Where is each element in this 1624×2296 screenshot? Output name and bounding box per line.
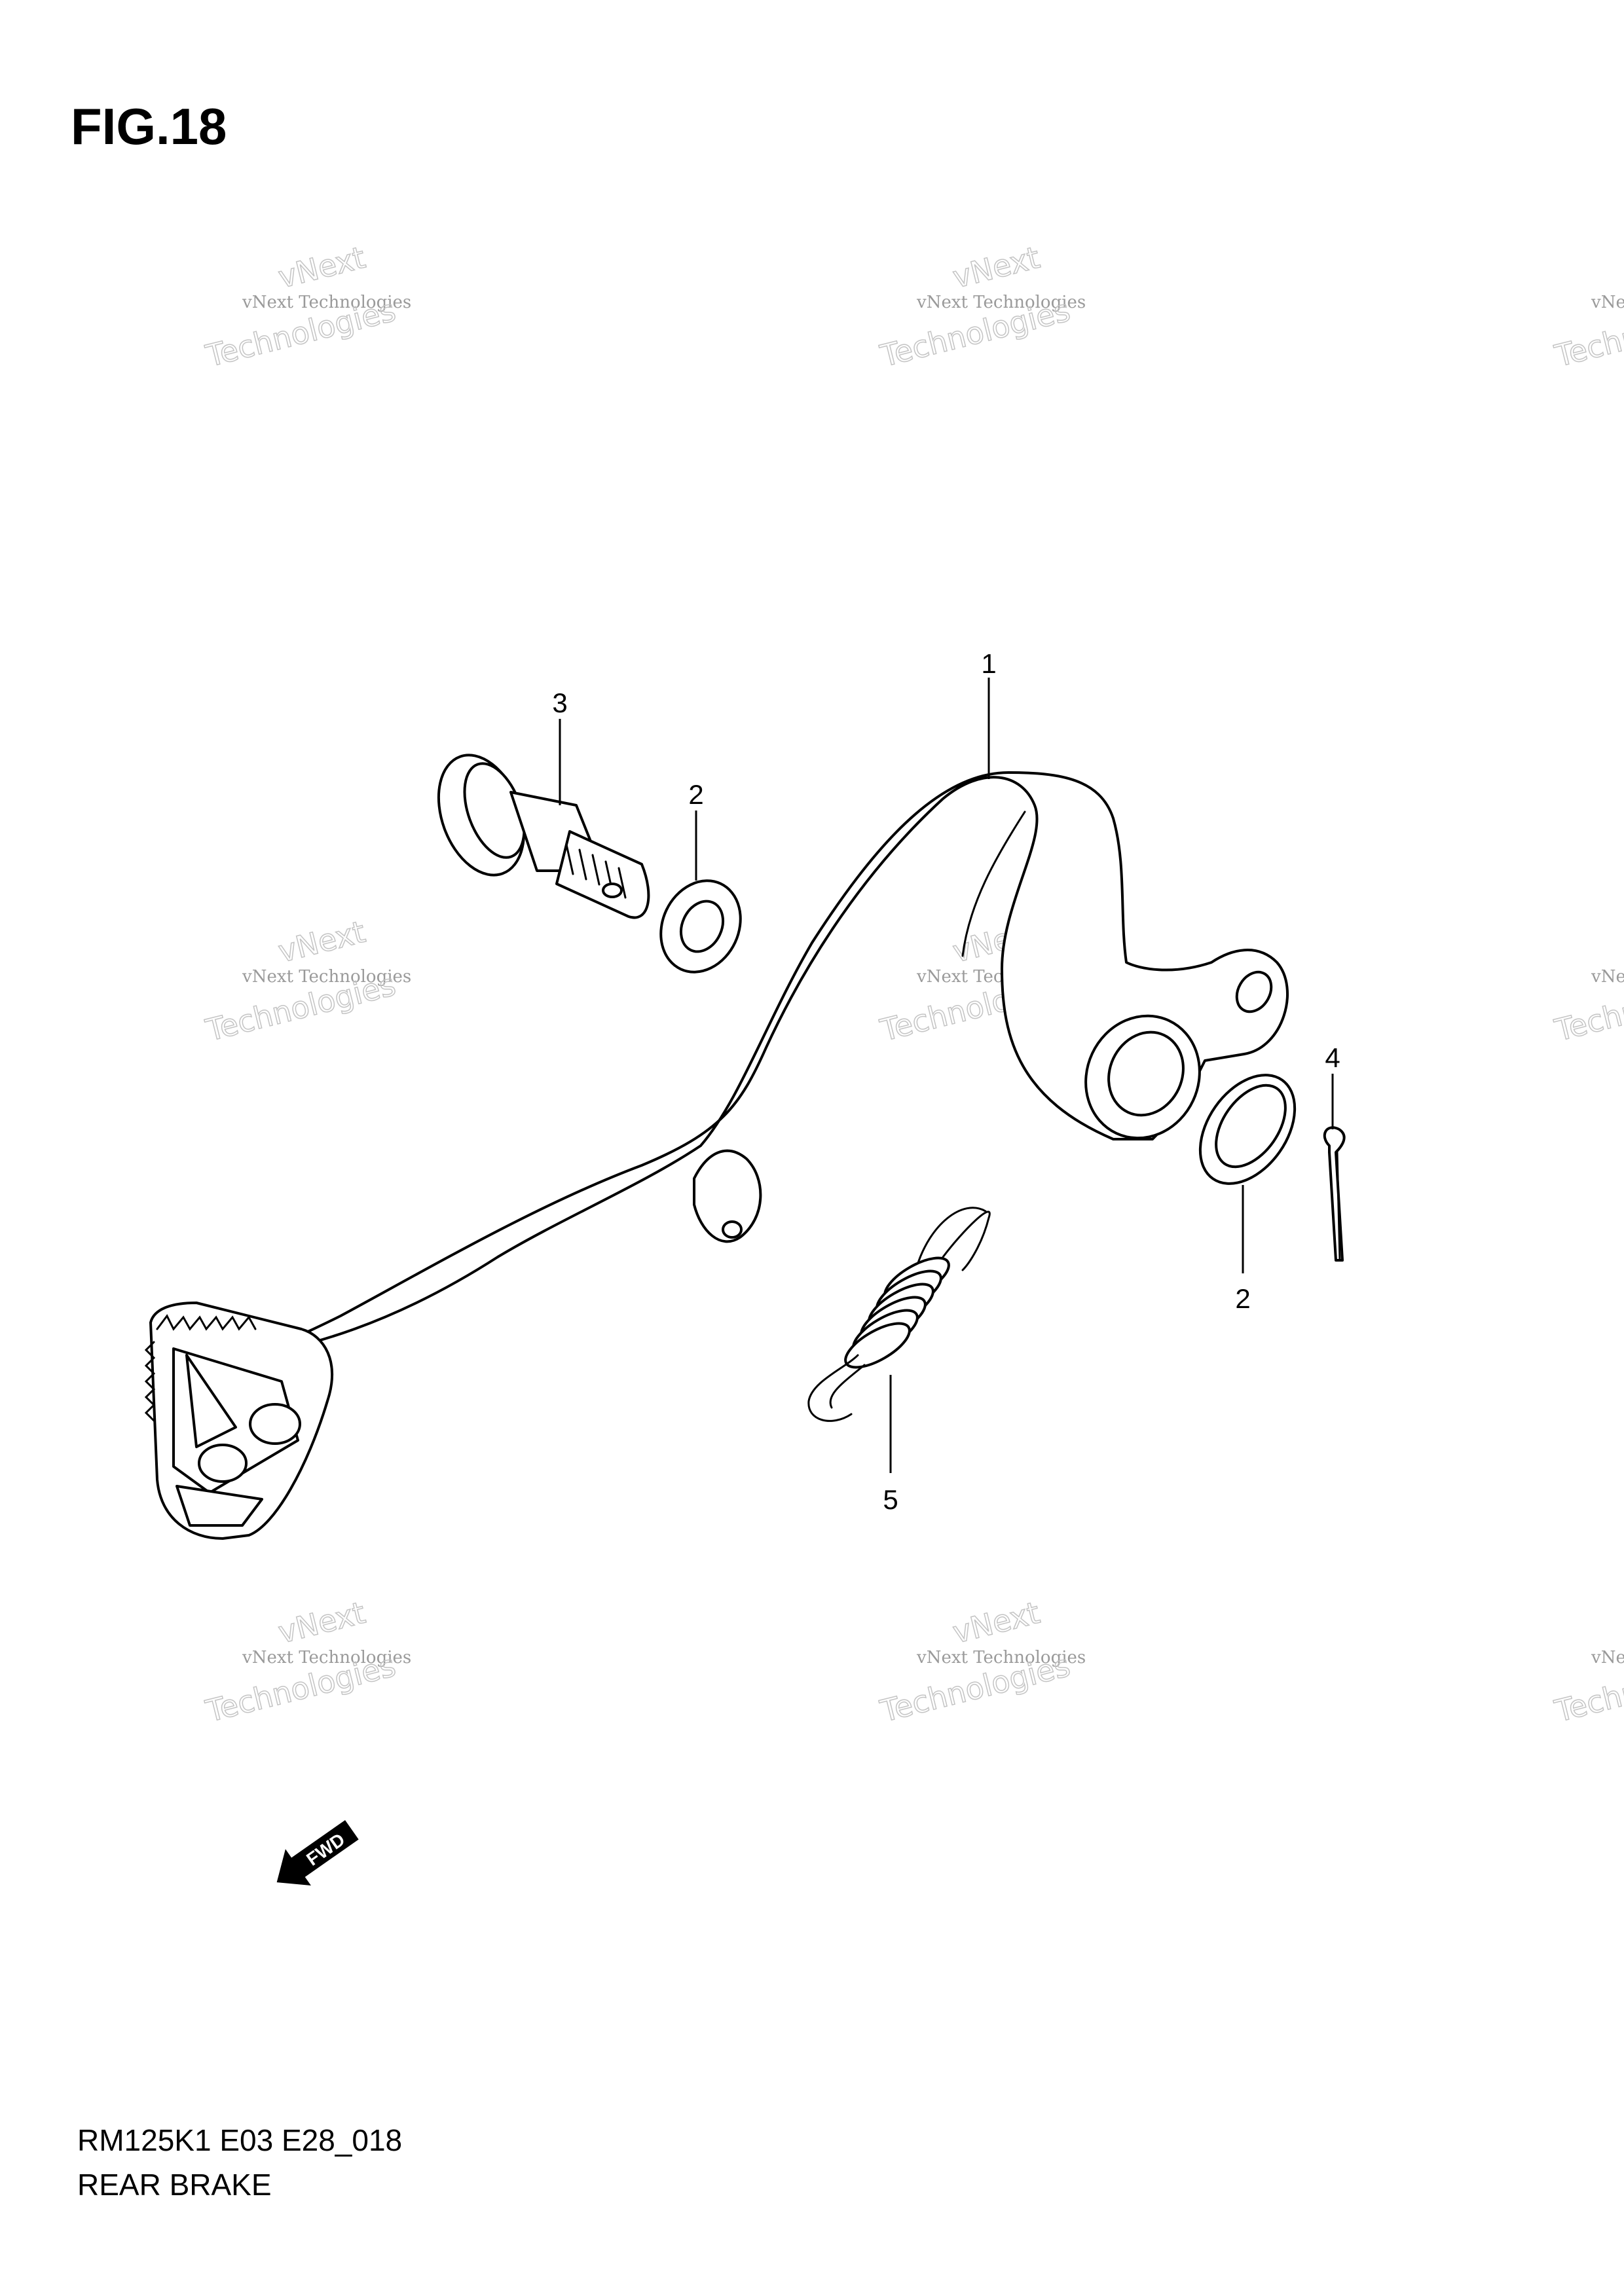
svg-text:vNext Technologies: vNext Technologies <box>242 293 411 312</box>
callout-2-top: 2 <box>688 779 704 881</box>
pivot-bolt <box>437 754 650 919</box>
svg-text:vNext Technologies: vNext Technologies <box>916 293 1086 312</box>
fwd-arrow-icon: FWD <box>276 1820 359 1886</box>
cotter-pin <box>1323 1126 1346 1262</box>
watermark: vNext vNext Technologies Technologies <box>202 1594 411 1730</box>
watermark: vNext vNext Technologies Technologies <box>1551 1594 1624 1730</box>
section-name: REAR BRAKE <box>77 2168 272 2202</box>
spring-coils <box>844 1256 950 1369</box>
brake-pedal <box>144 771 1289 1540</box>
svg-text:4: 4 <box>1325 1042 1340 1073</box>
svg-text:vNext: vNext <box>950 1595 1043 1650</box>
svg-text:vNext: vNext <box>275 1595 369 1650</box>
watermark: vNext vNext Technologies Technologies <box>876 239 1086 374</box>
svg-text:2: 2 <box>1235 1283 1250 1314</box>
watermark: vNext vNext Technologies Technologies <box>1551 239 1624 374</box>
svg-text:vNext Technologies: vNext Technologies <box>1591 1648 1624 1667</box>
model-code: RM125K1 E03 E28_018 <box>77 2123 403 2157</box>
svg-text:vNext: vNext <box>275 240 369 295</box>
callout-4: 4 <box>1325 1042 1340 1129</box>
washer <box>659 879 742 974</box>
return-spring <box>807 1207 991 1422</box>
svg-text:vNext Technologies: vNext Technologies <box>242 967 411 987</box>
svg-text:5: 5 <box>883 1484 898 1515</box>
svg-text:vNext Technologies: vNext Technologies <box>1591 967 1624 987</box>
watermark: vNext vNext Technologies Technologies <box>1551 913 1624 1049</box>
callout-5: 5 <box>883 1375 898 1515</box>
svg-text:1: 1 <box>981 648 996 679</box>
svg-text:vNext: vNext <box>950 240 1043 295</box>
oil-seal <box>1198 1074 1297 1185</box>
callout-1: 1 <box>981 648 997 779</box>
watermark: vNext vNext Technologies Technologies <box>876 1594 1086 1730</box>
svg-text:2: 2 <box>688 779 703 810</box>
watermark: vNext vNext Technologies Technologies <box>202 239 411 374</box>
page-title: FIG.18 <box>71 98 227 155</box>
watermark: vNext vNext Technologies Technologies <box>202 913 411 1049</box>
watermark-layer: vNext vNext Technologies Technologies vN… <box>202 239 1624 1730</box>
svg-text:vNext Technologies: vNext Technologies <box>1591 293 1624 312</box>
callout-2-bottom: 2 <box>1235 1185 1251 1314</box>
svg-text:vNext Technologies: vNext Technologies <box>242 1648 411 1667</box>
svg-text:vNext: vNext <box>275 914 369 970</box>
svg-text:3: 3 <box>552 687 567 718</box>
svg-text:vNext Technologies: vNext Technologies <box>916 1648 1086 1667</box>
callout-3: 3 <box>552 687 568 805</box>
